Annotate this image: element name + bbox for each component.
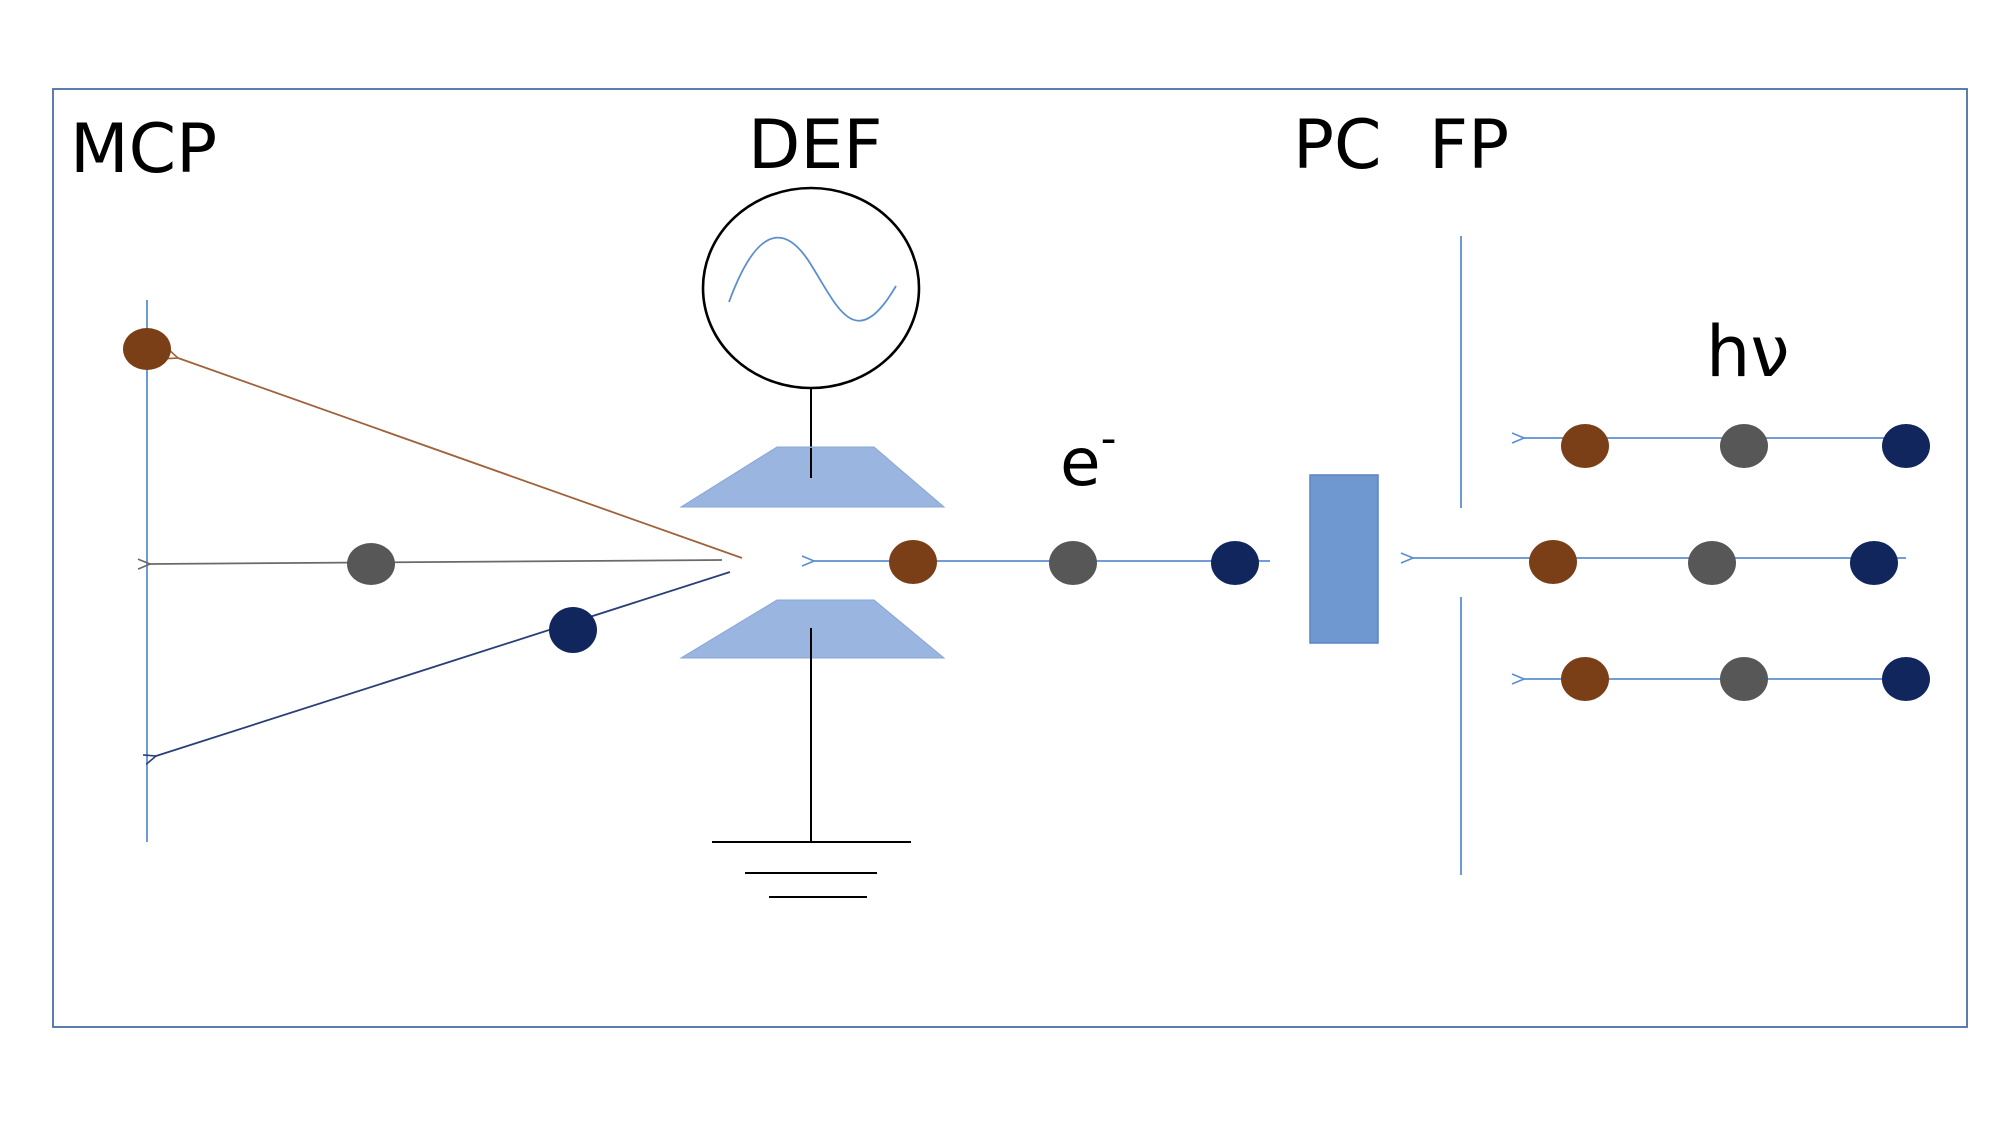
brown-particle-mcp	[123, 328, 171, 370]
brown-electron	[889, 540, 937, 584]
navy-trajectory-arrow	[156, 571, 731, 756]
navy-electron	[1211, 541, 1259, 585]
brown-trajectory-arrow	[178, 358, 743, 559]
electron-symbol: e	[1060, 424, 1101, 501]
def-label: DEF	[748, 106, 882, 185]
gray-photon-top	[1720, 424, 1768, 468]
pc-label: PC	[1293, 106, 1382, 185]
electron-label: e-	[1060, 413, 1117, 501]
gray-photon-bottom	[1720, 657, 1768, 701]
fp-label: FP	[1429, 106, 1509, 185]
lower-deflection-plate	[679, 599, 946, 659]
navy-photon-middle	[1850, 541, 1898, 585]
gray-trajectory-arrow	[150, 560, 723, 564]
mcp-label: MCP	[70, 110, 217, 189]
brown-photon-bottom	[1561, 657, 1609, 701]
brown-photon-middle	[1529, 540, 1577, 584]
ac-sine-generator-icon	[701, 186, 921, 390]
photon-label: hν	[1706, 311, 1789, 393]
navy-photon-top	[1882, 424, 1930, 468]
photocathode	[1309, 474, 1379, 644]
upper-deflection-plate	[679, 446, 946, 508]
brown-photon-top	[1561, 424, 1609, 468]
gray-electron	[1049, 541, 1097, 585]
gray-photon-middle	[1688, 541, 1736, 585]
diagram-frame	[52, 88, 1968, 1028]
ground-symbol-icon	[712, 841, 911, 898]
electron-charge: -	[1101, 413, 1117, 464]
gray-particle-deflected	[347, 543, 395, 585]
navy-photon-bottom	[1882, 657, 1930, 701]
navy-particle-deflected	[549, 607, 597, 653]
